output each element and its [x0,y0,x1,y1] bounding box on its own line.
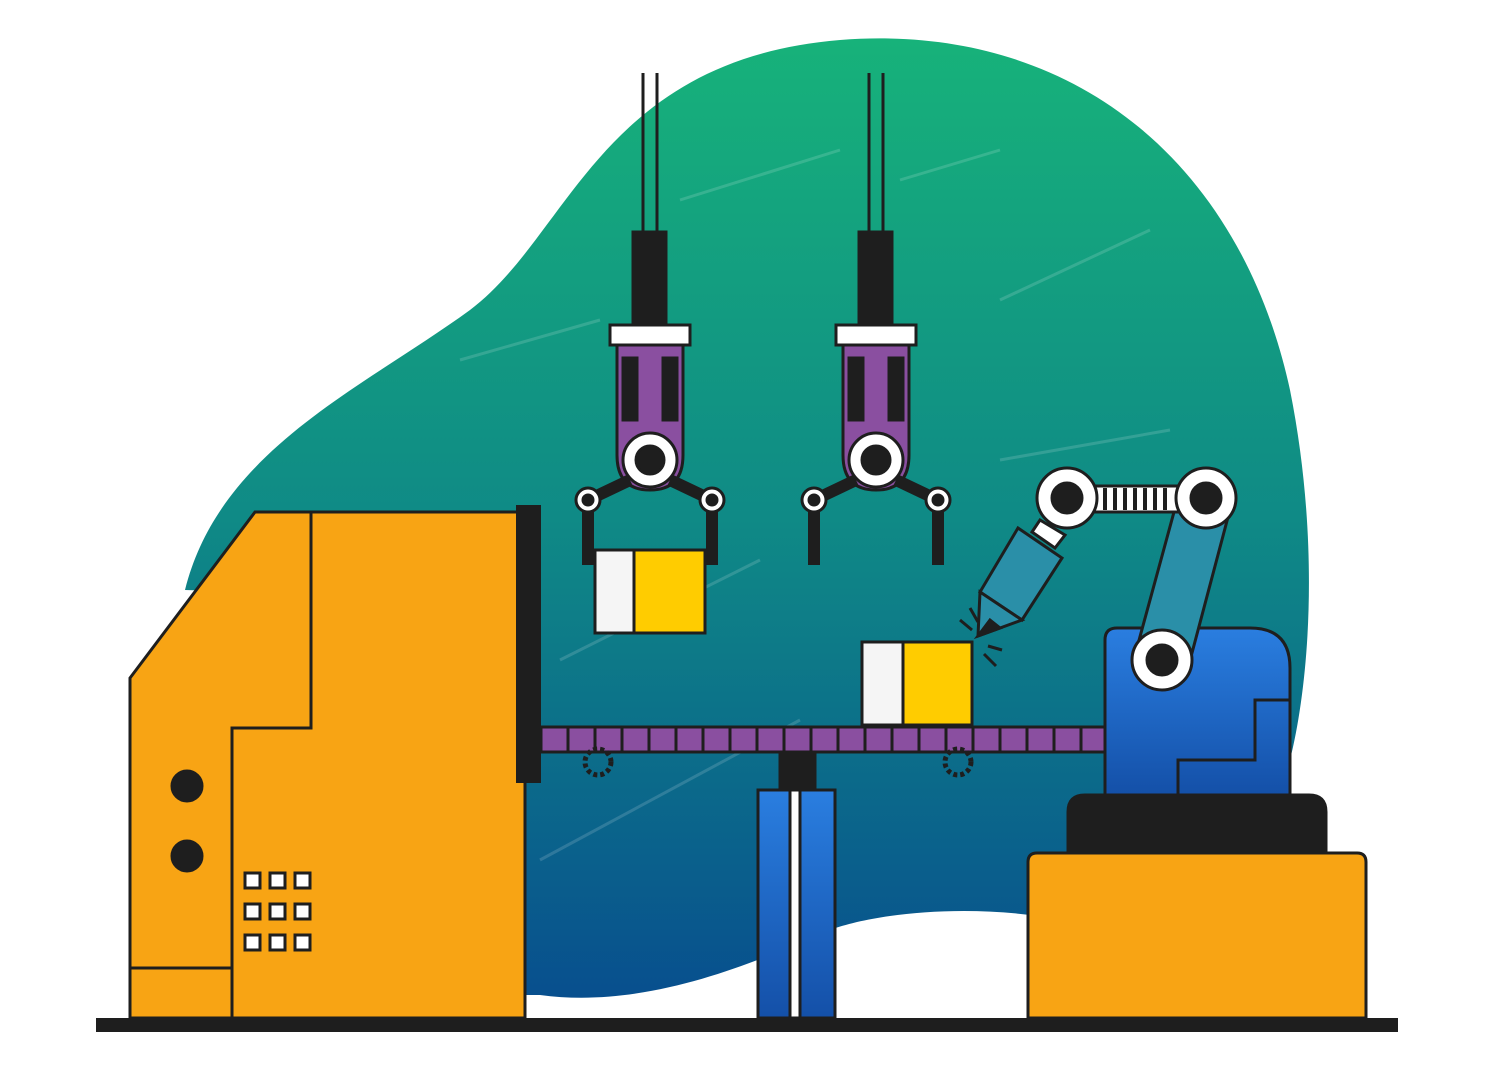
engraving-tool [973,517,1068,640]
right-robot-machine [959,466,1368,1020]
package-box [860,640,974,727]
conveyor-belt [539,725,1107,778]
robotic-claw-holding-box [574,73,726,635]
indicator-light [170,769,204,803]
conveyor-stand [756,750,837,1020]
ground-line [96,1018,1398,1032]
indicator-light [170,839,204,873]
background-blob [185,38,1309,998]
machine-door-bar [516,505,541,783]
gear-icon [942,746,974,778]
gear-icon [582,746,614,778]
keypad-icon [243,871,312,952]
robotic-claw-empty [800,73,952,565]
